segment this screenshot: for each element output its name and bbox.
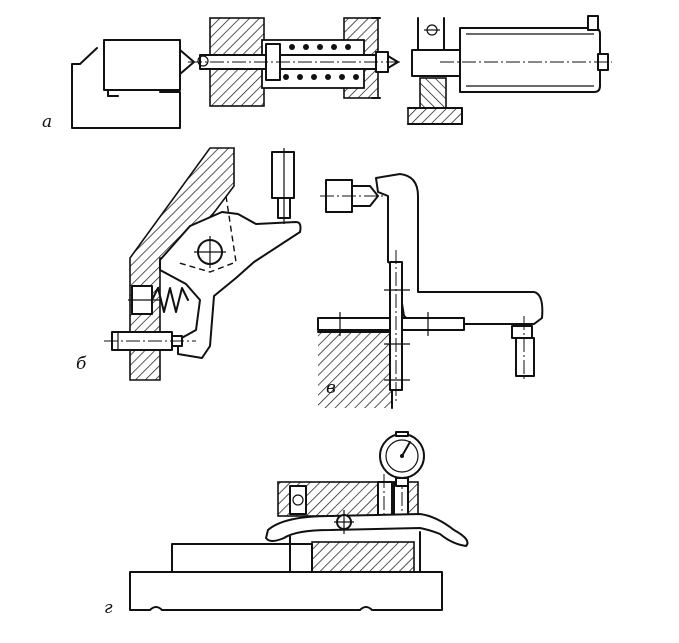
figure-b bbox=[104, 147, 302, 381]
figure-g bbox=[129, 431, 469, 611]
fig-a-left-body bbox=[71, 47, 181, 129]
fig-a-stand-post bbox=[419, 77, 447, 109]
fig-a-right-block bbox=[459, 27, 601, 93]
fig-b-wall bbox=[129, 147, 235, 381]
fig-b-lever bbox=[159, 211, 302, 359]
label-g: г bbox=[104, 598, 113, 618]
figure-a bbox=[71, 15, 612, 129]
fig-g-base bbox=[129, 571, 443, 611]
fig-g-arm bbox=[265, 513, 469, 547]
fig-b-indicator bbox=[271, 151, 295, 199]
fig-a-spring bbox=[283, 44, 359, 80]
fig-v-pin bbox=[515, 337, 535, 377]
fig-a-left-block bbox=[103, 39, 181, 91]
label-b: б bbox=[76, 354, 87, 374]
figure-v bbox=[317, 173, 544, 409]
label-a: а bbox=[42, 112, 53, 132]
fig-g-support bbox=[311, 541, 415, 573]
fig-a-stand-head bbox=[411, 49, 465, 77]
label-v: в bbox=[326, 378, 336, 398]
fig-b-spring bbox=[151, 287, 189, 313]
fig-v-ground bbox=[318, 332, 392, 408]
